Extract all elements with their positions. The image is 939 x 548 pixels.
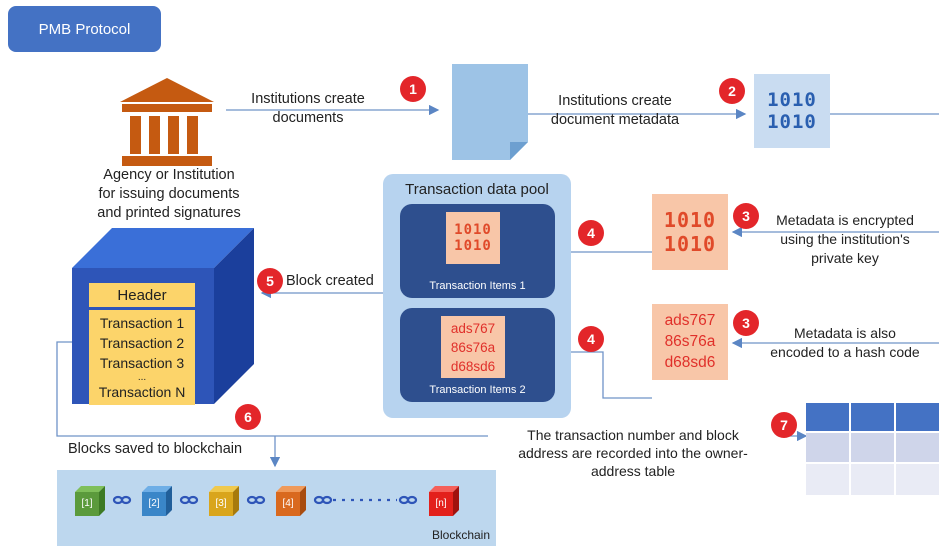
hash-code-box: ads767 86s76a d68sd6 [652,304,728,380]
institution-label-line: for issuing documents [98,186,240,202]
chain-block-1: [1] [75,486,105,516]
chain-block-3: [3] [209,486,239,516]
block-header: Header [89,283,195,307]
table-cell [851,433,894,462]
step7-label: The transaction number and block address… [488,426,778,480]
hash-line: ads767 [450,321,496,336]
binary-line: 1010 [663,232,717,256]
step3a-badge: 3 [733,203,759,229]
arrow-to-item2 [558,346,652,399]
step2-line: Institutions create [558,93,672,109]
step5-badge: 5 [257,268,283,294]
binary-text: 1010 1010 [664,208,716,256]
chain-block-label: [n] [435,498,447,509]
owner-address-table [806,403,939,495]
item1-label: Transaction Items 1 [429,280,526,292]
table-cell [806,464,849,495]
pool-title: Transaction data pool [405,181,549,198]
step3b-line: Metadata is also [794,325,896,341]
hash-text: ads767 86s76a d68sd6 [652,304,728,373]
block-transactions: Transaction 1 Transaction 2 Transaction … [89,310,195,405]
institution-label-line: Agency or Institution [103,167,235,183]
step2-badge: 2 [719,78,745,104]
step7-line: The transaction number and block [527,427,739,443]
cube-icon [429,486,459,516]
transaction-line: Transaction 3 [99,355,185,371]
metadata-binary-box: 1010 1010 [754,74,830,148]
table-cell [806,433,849,462]
chain-block-label: [3] [215,498,227,509]
institution-label: Agency or Institution for issuing docume… [74,166,264,223]
item2-label: Transaction Items 2 [429,384,526,396]
binary-text: 1010 1010 [454,222,492,254]
document-icon [452,64,528,160]
encrypted-binary-box: 1010 1010 [652,194,728,270]
chain-block-n: [n] [429,486,459,516]
step1-label: Institutions create documents [238,90,378,128]
chain-block-label: [4] [282,498,294,509]
line-block-to-table [56,341,806,437]
chain-block-2: [2] [142,486,172,516]
step7-line: address are recorded into the owner- [518,445,748,461]
step1-line: Institutions create [251,91,365,107]
transaction-line: Transaction N [98,384,186,400]
binary-line: 1010 [454,238,492,254]
step3a-label: Metadata is encrypted using the institut… [752,211,938,268]
cube-icon [75,486,105,516]
hash-line: 86s76a [664,333,716,350]
step7-badge: 7 [771,412,797,438]
table-cell [896,433,939,462]
step7-line: address table [590,463,676,479]
table-header-cell [851,403,894,431]
chain-block-label: [2] [148,498,160,509]
step3b-badge: 3 [733,310,759,336]
binary-line: 1010 [767,89,817,111]
step3b-line: encoded to a hash code [770,344,920,360]
hash-line: d68sd6 [450,359,496,374]
step1-line: documents [272,110,344,126]
step6-badge: 6 [235,404,261,430]
table-header-cell [806,403,849,431]
step4b-badge: 4 [578,326,604,352]
institution-label-line: and printed signatures [97,205,241,221]
binary-text: 1010 1010 [767,89,817,133]
hash-line: 86s76a [450,340,496,355]
step6-label: Blocks saved to blockchain [68,441,243,457]
step3a-line: private key [811,250,879,266]
blockchain-label: Blockchain [431,528,490,542]
cube-icon [276,486,306,516]
transaction-line: Transaction 1 [99,315,185,331]
protocol-title-button[interactable]: PMB Protocol [8,6,161,52]
transaction-line: Transaction 2 [99,335,185,351]
binary-line: 1010 [663,208,717,232]
cube-icon [209,486,239,516]
step3a-line: Metadata is encrypted [776,212,914,228]
cube-icon [142,486,172,516]
step5-label: Block created [286,273,374,289]
hash-text: ads767 86s76a d68sd6 [441,316,505,376]
chain-block-4: [4] [276,486,306,516]
blockchain-links [112,495,418,505]
table-cell [851,464,894,495]
binary-line: 1010 [454,222,492,238]
step3a-line: using the institution's [780,231,910,247]
transaction-line: ... [137,372,147,383]
step4a-badge: 4 [578,220,604,246]
table-cell [896,464,939,495]
step1-badge: 1 [400,76,426,102]
chain-block-label: [1] [81,498,93,509]
hash-line: d68sd6 [664,354,716,371]
hash-line: ads767 [664,312,716,329]
binary-line: 1010 [767,111,817,133]
step2-line: document metadata [550,112,680,128]
item1-binary-box: 1010 1010 [446,212,500,264]
table-header-cell [896,403,939,431]
item2-hash-box: ads767 86s76a d68sd6 [441,316,505,378]
bank-building-icon [120,78,214,166]
step3b-label: Metadata is also encoded to a hash code [752,324,938,362]
step2-label: Institutions create document metadata [540,92,690,130]
